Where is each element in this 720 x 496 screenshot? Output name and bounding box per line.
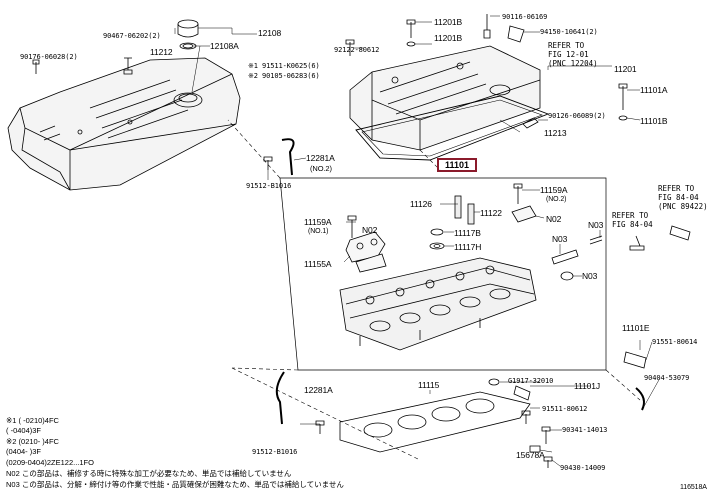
part-label-n02-right[interactable]: N02 [546, 214, 562, 224]
part-label-91512-top[interactable]: 91512-B1016 [246, 182, 292, 190]
part-label-11159a-no2-sub: (NO.2) [546, 196, 567, 203]
footnote-2: ( -0404)3F [6, 426, 42, 435]
valve-cover-drawing [349, 45, 541, 151]
part-label-91551[interactable]: 91551-80614 [652, 338, 698, 346]
part-label-90116[interactable]: 90116-06169 [502, 13, 548, 21]
part-label-11126[interactable]: 11126 [410, 199, 432, 209]
part-label-12108a[interactable]: 12108A [210, 41, 239, 51]
part-label-11101a[interactable]: 11101A [640, 85, 668, 95]
part-label-11159a-no2[interactable]: 11159A [540, 185, 568, 195]
part-label-90467[interactable]: 90467-06202(2) [103, 32, 161, 40]
part-label-90105[interactable]: ※2 90105-06283(6) [248, 72, 320, 80]
part-label-11115[interactable]: 11115 [418, 380, 440, 390]
part-label-90176[interactable]: 90176-06028(2) [20, 53, 78, 61]
highlighted-part-number[interactable]: 11101 [437, 158, 477, 172]
part-label-11201[interactable]: 11201 [614, 64, 637, 74]
part-label-91511[interactable]: ※1 91511-K0625(6) [248, 62, 320, 70]
oil-cap-drawing [177, 19, 199, 50]
footnote-3: ※2 (0210- )4FC [6, 437, 59, 446]
part-label-11213[interactable]: 11213 [544, 128, 567, 138]
part-label-12108[interactable]: 12108 [258, 28, 282, 38]
part-label-n02-left[interactable]: N02 [362, 225, 378, 235]
figure-id: 116518A [680, 484, 707, 491]
footnote-5: (0209-0404)2ZE122...1FO [6, 458, 94, 467]
footnote-n03: N03 この部品は、分解・締付け等の作業で性能・品質確保が困難なため、単品では補… [6, 480, 344, 489]
head-gasket-drawing [339, 391, 531, 453]
footnote-n02: N02 この部品は、補修する時に特殊な加工が必要なため、単品では補給していません [6, 469, 292, 478]
part-label-91511-80612[interactable]: 91511-80612 [542, 405, 588, 413]
part-label-90341[interactable]: 90341-14013 [562, 426, 608, 434]
part-label-11101b[interactable]: 11101B [640, 116, 668, 126]
part-label-11117b[interactable]: 11117B [454, 228, 481, 238]
part-label-90126[interactable]: 90126-06089(2) [548, 112, 606, 120]
part-label-94150[interactable]: 94150-10641(2) [540, 28, 598, 36]
part-label-11212[interactable]: 11212 [150, 47, 173, 57]
part-label-12281a-top[interactable]: 12281A [306, 153, 335, 163]
part-label-90430[interactable]: 90430-14009 [560, 464, 606, 472]
footnote-4: (0404- )3F [6, 447, 42, 456]
part-label-12281a-no2: (NO.2) [310, 164, 332, 173]
footnote-1: ※1 ( -0210)4FC [6, 416, 59, 425]
part-label-11101e[interactable]: 11101E [622, 323, 650, 333]
part-label-90404[interactable]: 90404-53079 [644, 374, 690, 382]
part-label-91512-bottom[interactable]: 91512-B1016 [252, 448, 298, 456]
part-label-11201b-top[interactable]: 11201B [434, 17, 463, 27]
engine-cover-drawing [7, 57, 241, 191]
part-label-11122[interactable]: 11122 [480, 208, 502, 218]
part-label-g1917[interactable]: G1917-32010 [508, 377, 554, 385]
part-label-12281a-bottom[interactable]: 12281A [304, 385, 333, 395]
part-label-92122[interactable]: 92122-80612 [334, 46, 380, 54]
part-label-11159a-no1[interactable]: 11159A [304, 217, 332, 227]
cylinder-head-drawing [339, 257, 537, 351]
part-label-11201b[interactable]: 11201B [434, 33, 463, 43]
part-label-11101j[interactable]: 11101J [574, 381, 601, 391]
part-label-n03-c[interactable]: N03 [582, 271, 598, 281]
part-label-11159a-no1-sub: (NO.1) [308, 228, 329, 235]
part-label-n03-a[interactable]: N03 [588, 220, 604, 230]
part-label-n03-b[interactable]: N03 [552, 234, 568, 244]
part-label-15678a[interactable]: 15678A [516, 450, 545, 460]
part-label-11155a[interactable]: 11155A [304, 259, 332, 269]
part-label-11117h[interactable]: 11117H [454, 242, 482, 252]
